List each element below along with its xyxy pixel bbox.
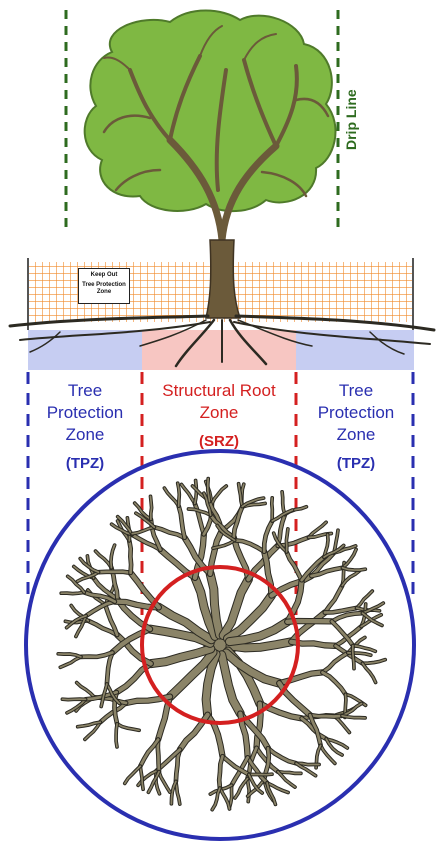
- tpz-left-line3: Zone: [30, 424, 140, 446]
- root-branch: [60, 657, 81, 667]
- tpz-right-line3: Zone: [300, 424, 412, 446]
- root-branch: [77, 683, 95, 698]
- tpz-left-line1: Tree: [30, 380, 140, 402]
- drip-line-label: Drip Line: [343, 89, 359, 150]
- root-branch: [158, 740, 159, 772]
- tpz-right-line1: Tree: [300, 380, 412, 402]
- root-branch: [125, 766, 141, 783]
- root-branch: [140, 740, 158, 767]
- root-branch: [249, 774, 272, 775]
- root-branch: [116, 724, 117, 747]
- root-system-plan-view: [58, 479, 385, 810]
- root-branch: [287, 552, 302, 580]
- sign-line-2: Tree Protection: [79, 282, 129, 289]
- tpz-left-abbr: (TPZ): [30, 454, 140, 474]
- tree-canopy: [85, 11, 336, 212]
- root-branch: [129, 541, 131, 573]
- root-branch: [99, 572, 131, 573]
- tpz-right-line2: Protection: [300, 402, 412, 424]
- root-branch: [310, 715, 342, 716]
- root-branch: [62, 699, 85, 700]
- tpz-left-line2: Protection: [30, 402, 140, 424]
- srz-abbr: (SRZ): [143, 432, 295, 452]
- root-branch: [235, 779, 248, 798]
- tpz-ground-right: [296, 330, 414, 370]
- root-branch: [154, 527, 184, 538]
- srz-line2: Zone: [143, 402, 295, 424]
- root-branch: [159, 772, 170, 792]
- root-branch: [164, 488, 178, 506]
- tpz-label-right: Tree Protection Zone (TPZ): [300, 380, 412, 474]
- srz-line1: Structural Root: [143, 380, 295, 402]
- root-branch: [323, 653, 348, 673]
- tpz-label-left: Tree Protection Zone (TPZ): [30, 380, 140, 474]
- tpz-right-abbr: (TPZ): [300, 454, 412, 474]
- root-branch: [272, 498, 273, 521]
- root-branch: [325, 586, 342, 613]
- srz-ground: [142, 330, 296, 370]
- sign-line-3: Zone: [79, 289, 129, 296]
- sign-line-1: Keep Out: [79, 272, 129, 279]
- keep-out-sign: Keep Out Tree Protection Zone: [78, 268, 130, 304]
- srz-label: Structural Root Zone (SRZ): [143, 380, 295, 452]
